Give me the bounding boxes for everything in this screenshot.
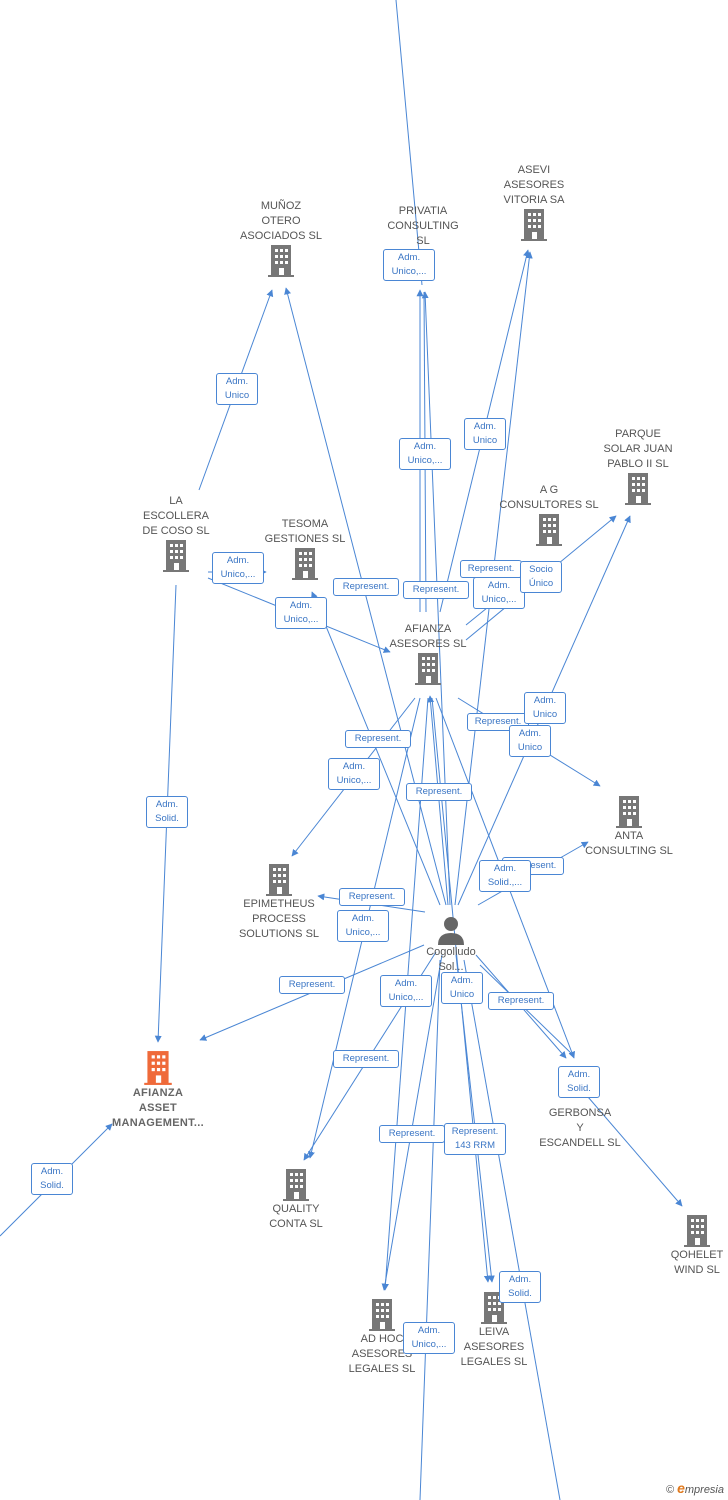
company-label: LEIVA ASESORES LEGALES SL (460, 1326, 528, 1368)
company-label: LA ESCOLLERA DE COSO SL (142, 495, 210, 537)
relation-badge[interactable]: Represent. (406, 783, 472, 801)
relation-badge[interactable]: Adm. Unico (441, 972, 483, 1004)
building-icon (266, 864, 292, 896)
company-node[interactable]: LA ESCOLLERA DE COSO SL (126, 494, 226, 573)
company-node[interactable]: A G CONSULTORES SL (494, 483, 604, 547)
relation-badge[interactable]: Adm. Solid. (146, 796, 188, 828)
relation-badge[interactable]: Adm. Unico (464, 418, 506, 450)
relation-badge[interactable]: Represent. (345, 730, 411, 748)
building-icon (415, 653, 441, 685)
company-node[interactable]: EPIMETHEUS PROCESS SOLUTIONS SL (229, 863, 329, 942)
company-label: A G CONSULTORES SL (499, 484, 599, 511)
company-label: ANTA CONSULTING SL (585, 830, 673, 857)
company-label: AFIANZA ASSET MANAGEMENT... (112, 1087, 204, 1129)
relation-badge[interactable]: Adm. Solid. (558, 1066, 600, 1098)
edge (381, 954, 443, 1291)
company-label: AD HOC ASESORES LEGALES SL (348, 1333, 416, 1375)
company-label: PARQUE SOLAR JUAN PABLO II SL (603, 428, 673, 470)
relation-badge[interactable]: Adm. Solid.,... (479, 860, 531, 892)
relation-badge[interactable]: Adm. Unico,... (328, 758, 380, 790)
building-icon (163, 540, 189, 572)
relation-badge[interactable]: Socio Único (520, 561, 562, 593)
building-icon (144, 1051, 172, 1085)
company-label: TESOMA GESTIONES SL (264, 518, 346, 545)
brand-initial: e (677, 1480, 685, 1496)
relation-badge[interactable]: Adm. Unico,... (380, 975, 432, 1007)
person-icon (438, 917, 464, 945)
edge (581, 1089, 683, 1207)
company-label: AFIANZA ASESORES SL (389, 623, 467, 650)
relation-badge[interactable]: Represent. (333, 578, 399, 596)
empresia-watermark: © empresia (666, 1480, 724, 1496)
relation-badge[interactable]: Adm. Unico,... (403, 1322, 455, 1354)
relation-badge[interactable]: Represent. (488, 992, 554, 1010)
relation-badge[interactable]: Adm. Unico,... (212, 552, 264, 584)
company-label: GERBONSA Y ESCANDELL SL (539, 1107, 621, 1149)
company-node[interactable]: TESOMA GESTIONES SL (255, 517, 355, 581)
building-icon (292, 548, 318, 580)
building-icon (283, 1169, 309, 1201)
company-node[interactable]: MUÑOZ OTERO ASOCIADOS SL (226, 199, 336, 278)
building-icon (616, 796, 642, 828)
main-company-node[interactable]: AFIANZA ASSET MANAGEMENT... (103, 1050, 213, 1131)
company-label: QUALITY CONTA SL (269, 1203, 323, 1230)
relation-badge[interactable]: Adm. Unico,... (275, 597, 327, 629)
relation-badge[interactable]: Adm. Solid. (499, 1271, 541, 1303)
copyright-symbol: © (665, 1484, 675, 1496)
relation-badge[interactable]: Adm. Unico,... (399, 438, 451, 470)
company-label: ASEVI ASESORES VITORIA SA (503, 164, 565, 206)
building-icon (268, 245, 294, 277)
edge (463, 959, 561, 1500)
relation-badge[interactable]: Represent. (460, 560, 522, 578)
building-icon (369, 1299, 395, 1331)
building-icon (625, 473, 651, 505)
edge (419, 959, 441, 1500)
relation-badge[interactable]: Represent. 143 RRM (444, 1123, 506, 1155)
relation-badge[interactable]: Adm. Unico,... (473, 577, 525, 609)
relation-badge[interactable]: Adm. Unico (216, 373, 258, 405)
relation-badge[interactable]: Adm. Unico (524, 692, 566, 724)
relation-badge[interactable]: Adm. Solid. (31, 1163, 73, 1195)
building-icon (536, 514, 562, 546)
relation-badge[interactable]: Represent. (379, 1125, 445, 1143)
relation-badge[interactable]: Represent. (339, 888, 405, 906)
company-label: EPIMETHEUS PROCESS SOLUTIONS SL (238, 898, 320, 940)
company-node[interactable]: PARQUE SOLAR JUAN PABLO II SL (588, 427, 688, 506)
company-node[interactable]: ANTA CONSULTING SL (574, 795, 684, 859)
building-icon (521, 209, 547, 241)
company-label: PRIVATIA CONSULTING SL (387, 205, 459, 247)
edge (395, 0, 423, 286)
company-label: QOHELET WIND SL (670, 1249, 724, 1276)
brand-name: mpresia (684, 1484, 724, 1496)
edge (284, 287, 447, 906)
company-node[interactable]: GERBONSA Y ESCANDELL SL (530, 1106, 630, 1151)
relation-badge[interactable]: Represent. (279, 976, 345, 994)
building-icon (684, 1215, 710, 1247)
company-node[interactable]: PRIVATIA CONSULTING SL (373, 204, 473, 249)
company-node[interactable]: QUALITY CONTA SL (246, 1168, 346, 1232)
company-node[interactable]: QOHELET WIND SL (652, 1214, 728, 1278)
relation-badge[interactable]: Adm. Unico,... (383, 249, 435, 281)
relation-badge[interactable]: Represent. (403, 581, 469, 599)
edge (479, 964, 575, 1057)
company-label: MUÑOZ OTERO ASOCIADOS SL (240, 200, 322, 242)
relation-badge[interactable]: Adm. Unico (509, 725, 551, 757)
relation-badge[interactable]: Adm. Unico,... (337, 910, 389, 942)
company-node[interactable]: AFIANZA ASESORES SL (378, 622, 478, 686)
company-node[interactable]: ASEVI ASESORES VITORIA SA (484, 163, 584, 242)
edge (455, 954, 495, 1283)
edge (311, 591, 441, 906)
company-node[interactable]: AD HOC ASESORES LEGALES SL (332, 1298, 432, 1377)
relation-badge[interactable]: Represent. (333, 1050, 399, 1068)
